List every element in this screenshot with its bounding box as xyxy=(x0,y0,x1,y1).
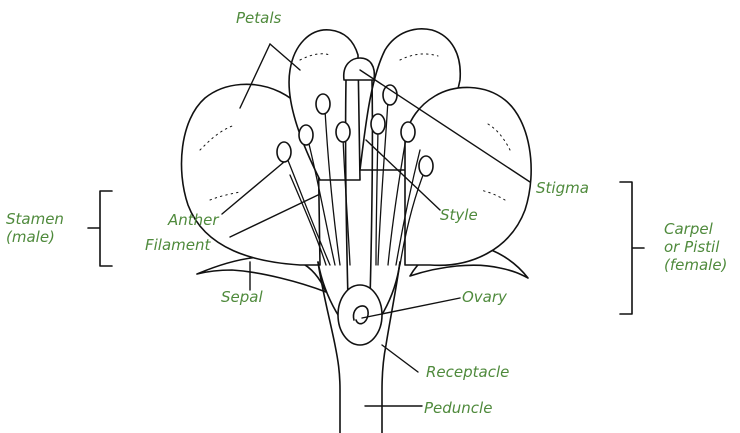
filament-label: Filament xyxy=(145,236,210,254)
receptacle-leader xyxy=(382,345,418,372)
carpel-group-label: Carpel or Pistil (female) xyxy=(664,220,727,274)
ovary-label: Ovary xyxy=(462,288,507,306)
stamen-bracket xyxy=(88,191,112,266)
anther xyxy=(277,142,291,162)
anther-label: Anther xyxy=(168,211,219,229)
stigma-label: Stigma xyxy=(536,179,589,197)
sepal-label: Sepal xyxy=(221,288,263,306)
petals-label: Petals xyxy=(236,9,281,27)
peduncle-label: Peduncle xyxy=(424,399,492,417)
receptacle-label: Receptacle xyxy=(426,363,509,381)
stamen-group-label: Stamen (male) xyxy=(6,210,64,246)
carpel-bracket xyxy=(620,182,644,314)
style-label: Style xyxy=(440,206,478,224)
